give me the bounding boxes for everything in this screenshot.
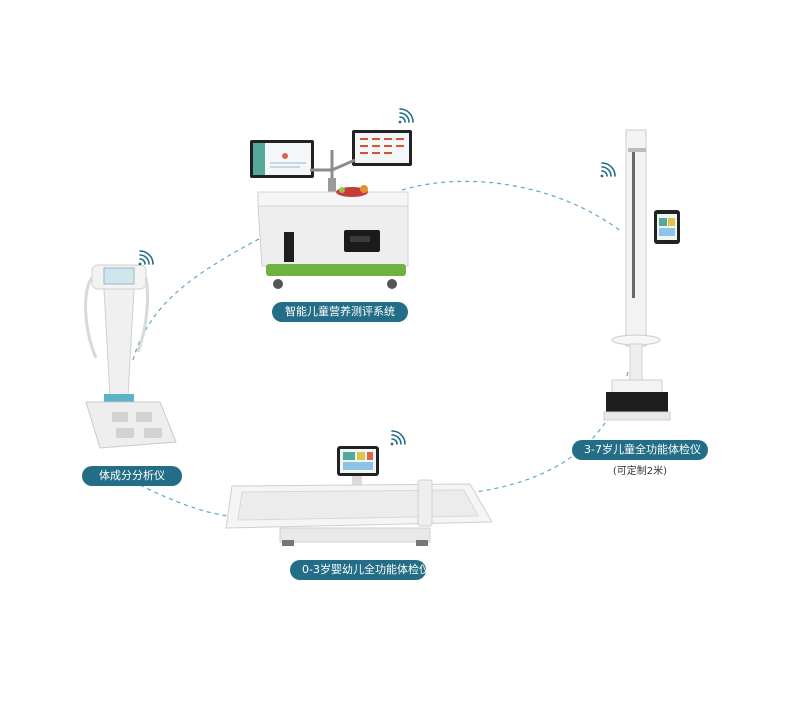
- link-left-top: [133, 232, 272, 360]
- wifi-icon: [399, 109, 413, 123]
- link-top-right: [402, 181, 622, 232]
- infant-board-device: [226, 446, 492, 546]
- label-nutrition-system: 智能儿童营养测评系统: [272, 302, 408, 322]
- label-infant-0-3: 0-3岁婴幼儿全功能体检仪: [290, 560, 426, 580]
- label-body-composition: 体成分分析仪: [82, 466, 182, 486]
- wifi-icon: [601, 163, 615, 177]
- wifi-icon: [139, 251, 153, 265]
- link-bottom-left: [140, 485, 228, 516]
- label-kids-3-7: 3-7岁儿童全功能体检仪: [572, 440, 708, 460]
- nutrition-system-device: [250, 130, 412, 289]
- wifi-icon: [391, 431, 405, 445]
- label-kids-3-7-note: (可定制2米): [605, 462, 675, 477]
- body-composition-device: [86, 265, 176, 448]
